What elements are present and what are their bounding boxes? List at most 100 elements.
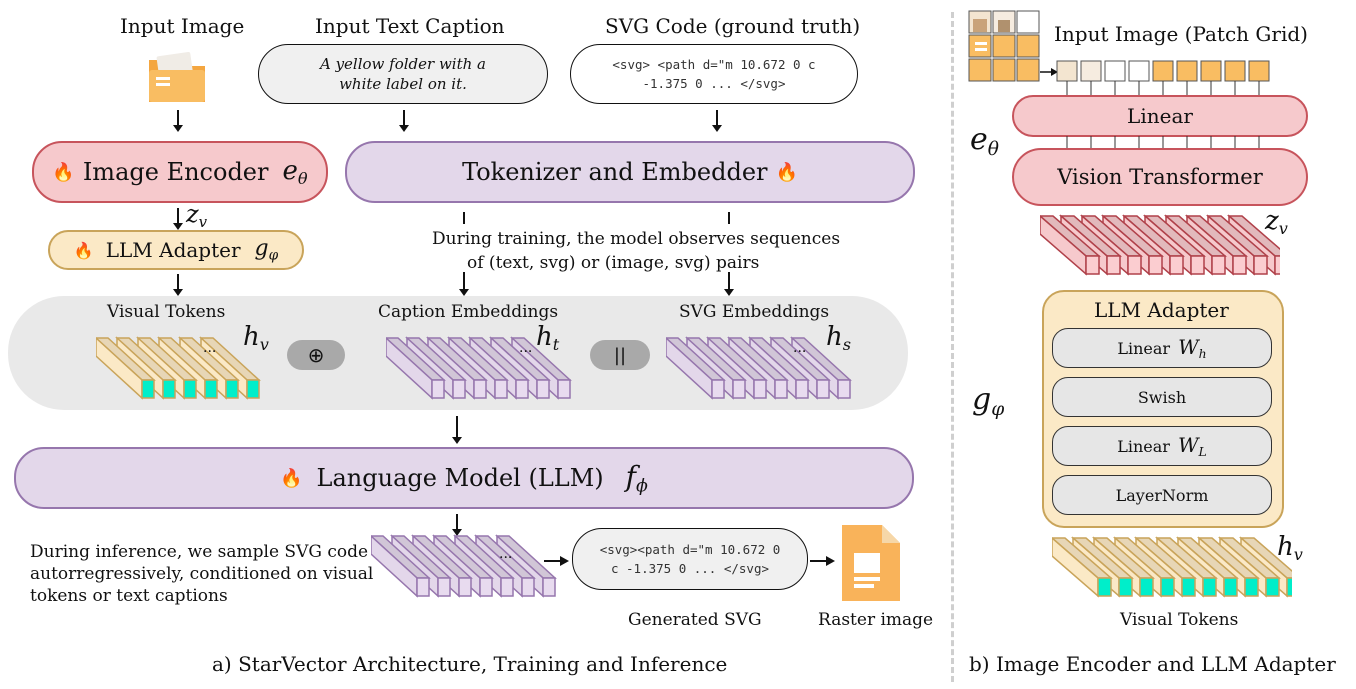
svg-code-line2: -1.375 0 ... </svg> — [642, 76, 786, 91]
token-face-front — [753, 379, 767, 399]
sequence-patch — [1200, 60, 1222, 82]
token-face-front — [536, 379, 550, 399]
vision-transformer-box: Vision Transformer — [1012, 148, 1308, 206]
token-face-front — [1097, 577, 1112, 597]
patch-detail — [975, 42, 987, 45]
token-face-front — [1181, 577, 1196, 597]
arrow-lm-to-output — [452, 514, 462, 536]
caption-text-box: A yellow folder with a white label on it… — [258, 44, 548, 104]
training-note-line1: During training, the model observes sequ… — [432, 229, 841, 249]
raster-image-icon — [842, 525, 900, 601]
token-face-front — [162, 379, 176, 399]
arrow-to-svg-embeddings — [724, 272, 734, 296]
caption-a: a) StarVector Architecture, Training and… — [212, 652, 728, 676]
folder-icon — [149, 52, 205, 102]
token-face-front — [1211, 255, 1226, 275]
patch-detail — [975, 48, 987, 51]
token-face-front — [1169, 255, 1184, 275]
fire-icon: 🔥 — [73, 240, 94, 260]
token-face-front — [225, 379, 239, 399]
arrow-encoder-to-adapter — [173, 208, 183, 230]
token-face-front — [1148, 255, 1163, 275]
tick-mark — [728, 212, 730, 224]
g-phi-symbol: gφ — [972, 382, 1005, 420]
svg-code-box: <svg> <path d="m 10.672 0 c -1.375 0 ...… — [570, 44, 858, 104]
token-face-front — [494, 379, 508, 399]
input-text-title: Input Text Caption — [315, 14, 505, 38]
arrow-to-patch-sequence — [1040, 68, 1058, 76]
arrow-to-raster — [810, 556, 835, 566]
token-face-front — [1190, 255, 1205, 275]
token-face-front — [711, 379, 725, 399]
llm-adapter-label: LLM Adapter — [105, 238, 241, 262]
token-prism — [96, 336, 156, 400]
token-face-front — [452, 379, 466, 399]
adapter-title: LLM Adapter — [1094, 298, 1229, 322]
image-patch — [992, 34, 1016, 58]
image-encoder-symbol: eθ — [282, 155, 308, 189]
caption-b: b) Image Encoder and LLM Adapter — [969, 652, 1336, 676]
token-prism — [371, 534, 431, 598]
swish-box: Swish — [1052, 377, 1272, 417]
token-face-front — [1253, 255, 1268, 275]
output-token-stack — [371, 534, 557, 598]
caption-text-line1: A yellow folder with a — [319, 55, 487, 73]
token-face-front — [521, 577, 535, 597]
layernorm-box: LayerNorm — [1052, 475, 1272, 515]
token-face-front — [183, 379, 197, 399]
arrow-adapter-to-tokens — [173, 274, 183, 296]
llm-adapter-box: 🔥 LLM Adapter gφ — [48, 230, 304, 270]
zv-token-stack — [1040, 214, 1280, 276]
token-face-front — [416, 577, 430, 597]
arrow-to-generated-svg — [544, 556, 569, 566]
tokenizer-box: Tokenizer and Embedder 🔥 — [345, 141, 915, 203]
token-prism — [666, 336, 726, 400]
hs-symbol: hs — [826, 322, 852, 355]
svg-embedding-stack — [666, 336, 852, 400]
generated-svg-label: Generated SVG — [628, 610, 762, 630]
token-face-front — [515, 379, 529, 399]
image-patch — [968, 58, 992, 82]
generated-svg-box: <svg><path d="m 10.672 0 c -1.375 0 ... … — [572, 528, 808, 590]
arrow-svg-to-tokenizer — [712, 110, 722, 132]
patch-grid-title: Input Image (Patch Grid) — [1054, 22, 1308, 46]
patch-detail — [998, 20, 1010, 32]
visual-tokens-label: Visual Tokens — [107, 302, 226, 322]
arrow-band-to-lm — [452, 416, 462, 444]
arrow-image-to-encoder — [173, 110, 183, 132]
token-face-front — [542, 577, 556, 597]
language-model-symbol: fϕ — [625, 459, 648, 497]
linear-vit-connectors — [1066, 136, 1260, 150]
svg-code-title: SVG Code (ground truth) — [605, 14, 861, 38]
ellipsis: ... — [519, 340, 533, 356]
token-face-front — [1139, 577, 1154, 597]
fire-icon: 🔥 — [280, 467, 303, 489]
linear-box: Linear — [1012, 95, 1308, 137]
token-face-front — [1286, 577, 1292, 597]
tick-mark — [463, 212, 465, 224]
fire-icon: 🔥 — [775, 161, 798, 183]
training-note-line2: of (text, svg) or (image, svg) pairs — [467, 253, 760, 273]
patch-sequence — [1056, 60, 1270, 96]
gen-svg-line1: <svg><path d="m 10.672 0 — [599, 542, 781, 557]
language-model-box: 🔥 Language Model (LLM) fϕ — [14, 447, 914, 509]
token-face-front — [774, 379, 788, 399]
sequence-patch — [1152, 60, 1174, 82]
sequence-patch — [1176, 60, 1198, 82]
ellipsis: ... — [499, 546, 513, 562]
token-face-front — [1274, 255, 1280, 275]
arrow-caption-to-tokenizer — [399, 110, 409, 132]
ellipsis: ... — [203, 340, 217, 356]
image-patch — [968, 34, 992, 58]
token-face-front — [557, 379, 571, 399]
tokenizer-label: Tokenizer and Embedder — [462, 158, 768, 186]
sequence-patch — [1224, 60, 1246, 82]
language-model-label: Language Model (LLM) — [316, 464, 604, 492]
sequence-patch — [1248, 60, 1270, 82]
arrow-to-caption-embeddings — [459, 272, 469, 296]
sequence-patch — [1104, 60, 1126, 82]
e-theta-symbol: eθ — [970, 122, 999, 160]
token-face-front — [479, 577, 493, 597]
